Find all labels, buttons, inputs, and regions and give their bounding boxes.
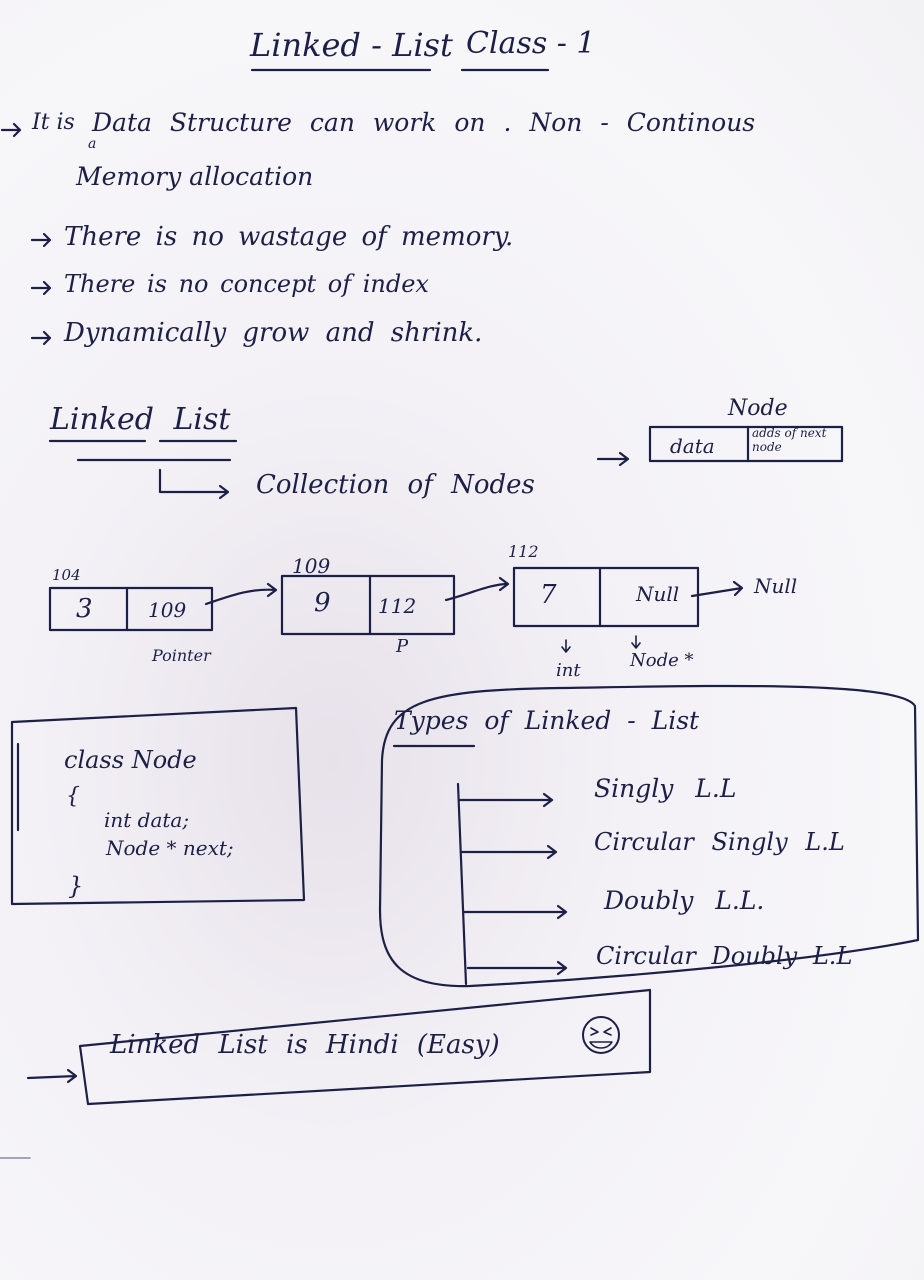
node-2-address: 109	[292, 554, 331, 578]
pointer-label: Pointer	[152, 646, 211, 665]
branch-arrow-icon	[462, 904, 568, 920]
class-label: Class - 1	[466, 26, 596, 61]
node-1-data: 3	[76, 594, 93, 624]
type-item-4: Circular Doubly L.L	[596, 942, 853, 970]
link-arrow-icon	[444, 576, 510, 602]
type-item-3: Doubly L.L.	[604, 886, 765, 915]
node-2-data: 9	[314, 588, 331, 618]
branch-arrow-icon	[458, 792, 554, 808]
types-box	[378, 684, 920, 988]
node-box	[648, 425, 844, 463]
bullet-1: There is no wastage of memory.	[64, 222, 514, 252]
arrow-icon	[26, 1068, 78, 1084]
arrow-icon	[30, 280, 52, 296]
int-data-line: int data;	[104, 808, 190, 832]
int-label: int	[556, 660, 581, 681]
tail-null: Null	[754, 574, 798, 598]
arrow-icon	[30, 232, 52, 248]
null-arrow-icon	[690, 580, 744, 598]
node-box-109	[280, 574, 456, 636]
node-3-next: Null	[636, 582, 680, 606]
open-brace: {	[66, 784, 80, 809]
footer-box	[78, 988, 652, 1106]
bullet-3: Dynamically grow and shrink.	[64, 318, 483, 348]
arrow-icon	[30, 330, 52, 346]
node-pointer-label: Node *	[630, 650, 694, 671]
node-address-field: adds of next node	[752, 426, 827, 454]
node-data-field: data	[670, 434, 715, 458]
intro-line-1: Data Structure can work on . Non - Conti…	[92, 108, 756, 137]
type-item-2: Circular Singly L.L	[594, 828, 845, 856]
node-3-data: 7	[540, 580, 557, 610]
type-item-1: Singly L.L	[594, 774, 737, 803]
down-arrow-icon	[631, 635, 641, 649]
node-1-next: 109	[148, 598, 187, 622]
close-brace: }	[68, 872, 84, 900]
branch-arrow-icon	[466, 960, 568, 976]
arrow-icon	[596, 451, 630, 467]
bullet-2: There is no concept of index	[64, 270, 429, 298]
branch-arrow-icon	[460, 844, 558, 860]
laughing-emoji-icon	[582, 1016, 620, 1054]
class-declaration: class Node	[64, 746, 197, 774]
collection-arrow-icon	[158, 468, 230, 500]
node-box-104	[48, 586, 214, 632]
node-next-line: Node * next;	[106, 836, 234, 860]
intro-line-2: Memory allocation	[76, 162, 314, 191]
linked-list-definition: Collection of Nodes	[256, 470, 535, 500]
p-label: P	[396, 636, 409, 657]
intro-article: a	[88, 136, 97, 152]
node-label: Node	[728, 396, 788, 421]
footer-note: Linked List is Hindi (Easy)	[110, 1030, 500, 1060]
intro-prefix: It is	[32, 110, 75, 135]
page-title: Linked - List	[250, 26, 453, 64]
down-arrow-icon	[561, 639, 571, 653]
link-arrow-icon	[204, 582, 278, 606]
class-code-box	[10, 706, 306, 906]
types-heading: Types of Linked - List	[394, 706, 700, 735]
node-3-address: 112	[508, 542, 539, 561]
linked-list-heading: Linked List	[50, 402, 231, 437]
node-1-address: 104	[52, 566, 81, 584]
node-2-next: 112	[378, 594, 417, 618]
arrow-icon	[0, 122, 22, 138]
node-box-112	[512, 566, 700, 628]
tree-trunk	[456, 782, 468, 986]
